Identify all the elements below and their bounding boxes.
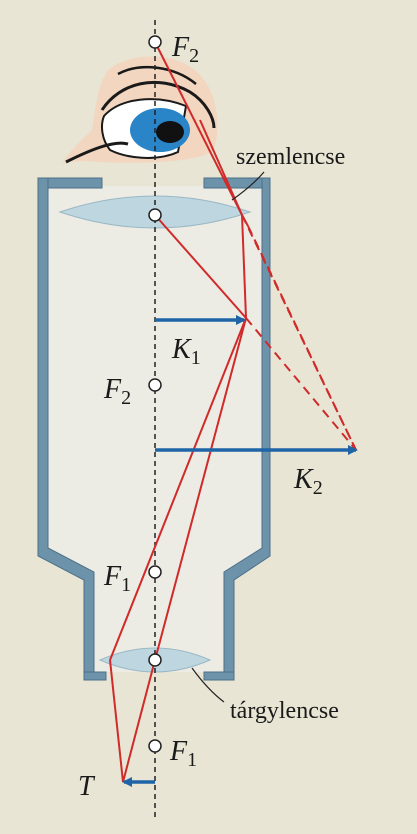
objective-leader	[191, 667, 225, 703]
light-rays	[109, 41, 249, 783]
f2-top-point	[148, 35, 162, 49]
label-f1-lower: F1	[169, 736, 197, 771]
label-objective: tárgylencse	[230, 698, 339, 724]
lower-lash	[65, 141, 129, 164]
label-k2: K2	[293, 464, 323, 499]
objective-center	[148, 653, 162, 667]
label-f2-top: F2	[171, 32, 199, 67]
eyelid	[100, 80, 216, 129]
eyepiece-center	[148, 208, 162, 222]
virtual-rays	[241, 214, 357, 451]
label-object-t: T	[78, 771, 96, 802]
eyepiece-leader	[231, 171, 265, 201]
pupil	[156, 121, 184, 143]
label-eyepiece: szemlencse	[236, 144, 345, 170]
brow-lash	[117, 65, 197, 85]
microscope-tube	[37, 177, 271, 681]
f1-lower-point	[148, 739, 162, 753]
label-k1: K1	[171, 334, 201, 369]
label-f1-upper: F1	[103, 561, 131, 596]
f2-mid-point	[148, 378, 162, 392]
eye-illustration	[62, 56, 218, 164]
f1-upper-point	[148, 565, 162, 579]
focal-points	[148, 35, 162, 753]
label-f2-mid: F2	[103, 374, 131, 409]
